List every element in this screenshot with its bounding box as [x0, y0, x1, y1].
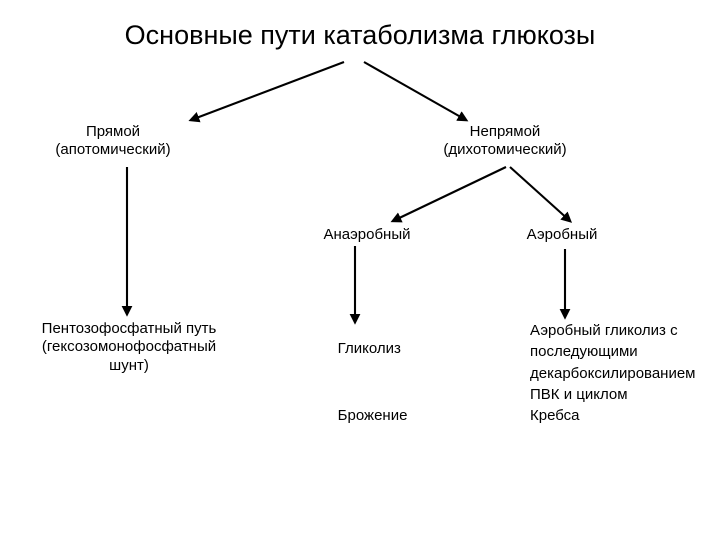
slide-title: Основные пути катаболизма глюкозы — [124, 20, 596, 50]
node-pentose-phosphate-pathway: Пентозофосфатный путь (гексозомонофосфат… — [41, 320, 217, 374]
node-direct: Прямой (апотомический) — [55, 123, 171, 159]
edge-root-to-direct — [188, 61, 345, 123]
node-aerobic-glycolysis-detail: Аэробный гликолиз с последующими декарбо… — [530, 322, 700, 425]
node-anaerobic: Анаэробный — [323, 226, 411, 243]
edge-root-to-indirect — [363, 61, 469, 122]
node-indirect: Непрямой (дихотомический) — [443, 123, 567, 159]
node-glycolysis-spacer — [321, 377, 511, 389]
node-glycolysis-line1: Гликолиз — [337, 340, 401, 358]
edge-indirect-to-anaerobic — [390, 166, 507, 223]
node-aerobic: Аэробный — [526, 226, 598, 243]
edge-indirect-to-aerobic — [509, 166, 573, 223]
node-glycolysis-line2: Брожение — [337, 407, 408, 425]
node-glycolysis: Гликолиз Брожение — [321, 322, 511, 444]
